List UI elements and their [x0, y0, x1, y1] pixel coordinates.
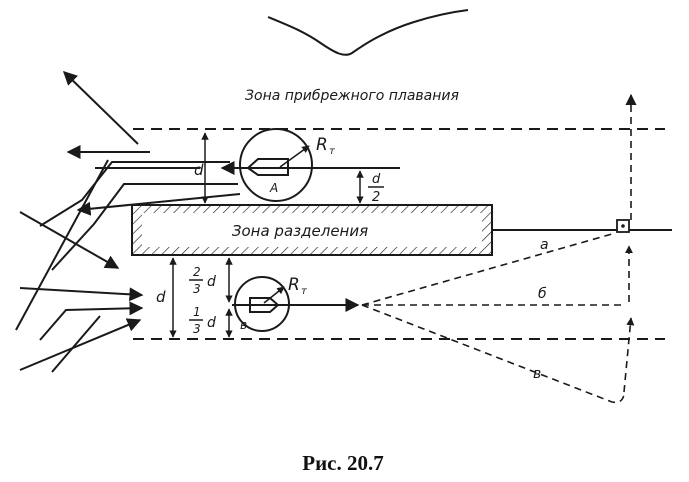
traffic-lower-1: [19, 287, 144, 302]
traffic-upper-1: [62, 71, 139, 145]
traffic-lower-3: [19, 318, 142, 371]
traffic-upper-7: [15, 159, 109, 331]
half-d-numerator: d: [372, 172, 381, 187]
lower-radius-label: R: [288, 275, 300, 295]
track-a-line: [361, 233, 613, 306]
lower-range-circle: [234, 276, 290, 332]
ship-v-label: в: [240, 318, 247, 332]
coastline: [267, 9, 469, 56]
lower-radius-line: [263, 286, 285, 304]
two-thirds-variable: d: [207, 274, 216, 290]
track-b-label: б: [538, 286, 547, 302]
track-a-label: а: [540, 237, 549, 253]
traffic-lower-2: [39, 301, 144, 341]
one-third-denominator: 3: [193, 322, 201, 336]
ship-a-label: А: [269, 181, 278, 195]
ship-a-icon: [246, 158, 289, 176]
upper-d-label: d: [194, 161, 204, 179]
track-v-vertical: [623, 317, 635, 393]
upper-range-circle: [239, 128, 313, 202]
upper-radius-label: R: [316, 135, 328, 155]
ship-v-icon: [249, 297, 280, 313]
half-d-denominator: 2: [372, 190, 380, 205]
lower-d-label: d: [156, 288, 166, 306]
two-thirds-denominator: 3: [193, 282, 201, 296]
track-v-label: в: [533, 366, 541, 382]
coastal-zone-label: Зона прибрежного плавания: [245, 88, 459, 104]
upper-radius-line: [279, 145, 310, 168]
traffic-upper-8: [19, 211, 120, 269]
one-third-variable: d: [207, 315, 216, 331]
traffic-upper-6: [76, 193, 241, 216]
track-v-line: [361, 304, 625, 404]
traffic-upper-5: [51, 183, 238, 271]
one-third-numerator: 1: [193, 305, 201, 319]
separation-zone-label: Зона разделения: [232, 222, 368, 240]
two-thirds-numerator: 2: [193, 265, 201, 279]
separation-zone-label-bg: [142, 213, 482, 247]
upper-radius-subscript: т: [329, 146, 336, 157]
reference-point-dot: [621, 224, 625, 228]
lower-radius-subscript: т: [301, 286, 308, 297]
figure-caption: Рис. 20.7: [302, 451, 384, 475]
traffic-lower-4: [51, 315, 101, 373]
